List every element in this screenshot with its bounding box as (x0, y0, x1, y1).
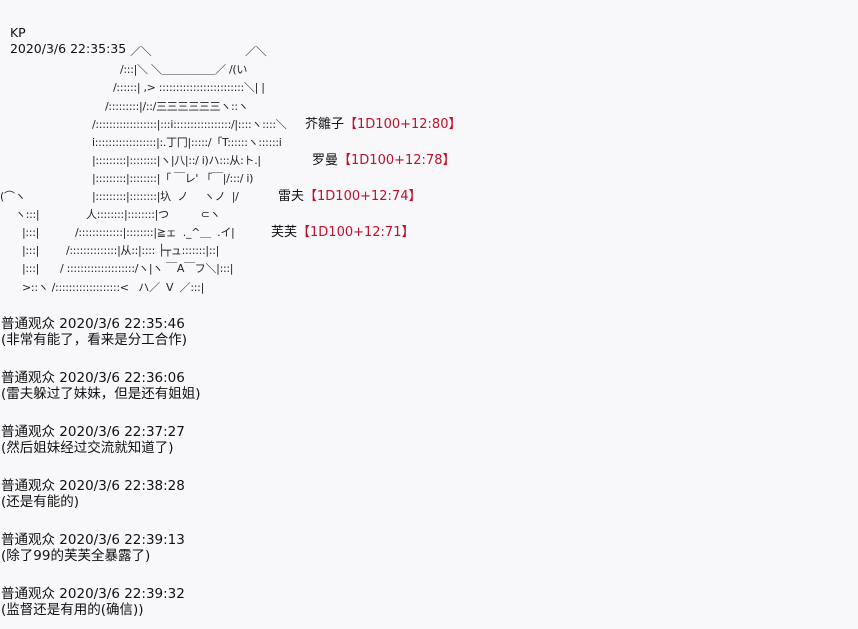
comment-text: (然后姐妹经过交流就知道了) (1, 440, 174, 456)
aa-line: |:::| (22, 226, 40, 239)
aa-line: ヽ:::| (15, 208, 40, 221)
comment-author: 普通观众 (1, 316, 55, 332)
aa-line: /:::::::::|/::/三三三三三三ヽ::ヽ (105, 100, 249, 113)
dice-roll: 芥雛子【1D100+12:80】 (305, 117, 461, 133)
aa-line: ／＼ (245, 45, 267, 58)
roll-result: 【1D100+12:74】 (304, 189, 422, 204)
comment-timestamp: 2020/3/6 22:39:13 (59, 532, 185, 548)
aa-line: / ::::::::::::::::::::/ヽ|ヽ ￣A￣フ＼|:::| (60, 262, 234, 275)
comment-author: 普通观众 (1, 532, 55, 548)
aa-line: /:::::::::::::|::::::::|≧ェ ._^＿ .イ| (75, 226, 235, 239)
comment: 普通观众 2020/3/6 22:37:27(然后姐妹经过交流就知道了) (1, 424, 185, 456)
roll-name: 雷夫 (278, 189, 305, 204)
aa-line: /:::|＼ ＼＿＿＿＿＿／ /(い (120, 63, 248, 76)
aa-line: /::::::::::::::::::|:::i::::::::::::::::… (92, 118, 287, 131)
comment-text: (还是有能的) (1, 494, 80, 510)
roll-name: 芥雛子 (305, 117, 345, 132)
comment-timestamp: 2020/3/6 22:35:46 (59, 316, 185, 332)
comment-text: (除了99的芙芙全暴露了) (1, 548, 151, 564)
roll-result: 【1D100+12:71】 (297, 225, 415, 240)
comment: 普通观众 2020/3/6 22:36:06(雷夫躲过了妹妹，但是还有姐姐) (1, 370, 201, 402)
post-timestamp: 2020/3/6 22:35:35 (9, 41, 127, 56)
dice-roll: 罗曼【1D100+12:78】 (312, 153, 455, 169)
roll-name: 罗曼 (312, 153, 339, 168)
roll-name: 芙芙 (271, 225, 298, 240)
comment: 普通观众 2020/3/6 22:35:46(非常有能了，看来是分工合作) (1, 316, 187, 348)
comment: 普通观众 2020/3/6 22:39:13(除了99的芙芙全暴露了) (1, 532, 185, 564)
aa-line: /::::::| ,> :::::::::::::::::::::::::＼| … (113, 81, 265, 94)
aa-line: (⌒ヽ (0, 190, 26, 203)
aa-line: |:::::::::|::::::::|圦 ノ ヽノ |/ (92, 190, 239, 203)
post-author: KP (9, 25, 26, 40)
comment-author: 普通观众 (1, 424, 55, 440)
aa-line: 人::::::::|::::::::|つ ⊂ヽ (86, 208, 221, 221)
aa-line: |:::::::::|::::::::|「 ￣レ' 「￣|/:::/ i) (92, 172, 254, 185)
aa-line: |:::| (22, 244, 40, 257)
aa-line: /::::::::::::::|从::|:::: ├┬ュ:::::::|::| (66, 244, 220, 257)
roll-result: 【1D100+12:78】 (338, 153, 456, 168)
comment-timestamp: 2020/3/6 22:39:32 (59, 586, 185, 602)
comment-author: 普通观众 (1, 478, 55, 494)
aa-line: ／＼ (130, 45, 152, 58)
comment-text: (雷夫躲过了妹妹，但是还有姐姐) (1, 386, 201, 402)
aa-line: |:::::::::|::::::::|ヽ|八|::/ i)ハ:::从:ト.| (92, 154, 261, 167)
aa-line: |:::| (22, 262, 40, 275)
comment-text: (监督还是有用的(确信)) (1, 602, 144, 618)
comment-timestamp: 2020/3/6 22:37:27 (59, 424, 185, 440)
dice-roll: 雷夫【1D100+12:74】 (278, 189, 421, 205)
comment: 普通观众 2020/3/6 22:38:28(还是有能的) (1, 478, 185, 510)
aa-line: i::::::::::::::::::|:.丁冂|:::::/「T::::::ヽ… (92, 136, 282, 149)
aa-line: >::ヽ /:::::::::::::::::::< ハ／ V ／:::| (22, 281, 204, 294)
comment-author: 普通观众 (1, 370, 55, 386)
comment: 普通观众 2020/3/6 22:39:32(监督还是有用的(确信)) (1, 586, 185, 618)
comment-text: (非常有能了，看来是分工合作) (1, 332, 188, 348)
roll-result: 【1D100+12:80】 (344, 117, 462, 132)
comment-timestamp: 2020/3/6 22:38:28 (59, 478, 185, 494)
comment-timestamp: 2020/3/6 22:36:06 (59, 370, 185, 386)
post-header: KP 2020/3/6 22:35:35 (2, 9, 126, 57)
dice-roll: 芙芙【1D100+12:71】 (271, 225, 414, 241)
comment-author: 普通观众 (1, 586, 55, 602)
